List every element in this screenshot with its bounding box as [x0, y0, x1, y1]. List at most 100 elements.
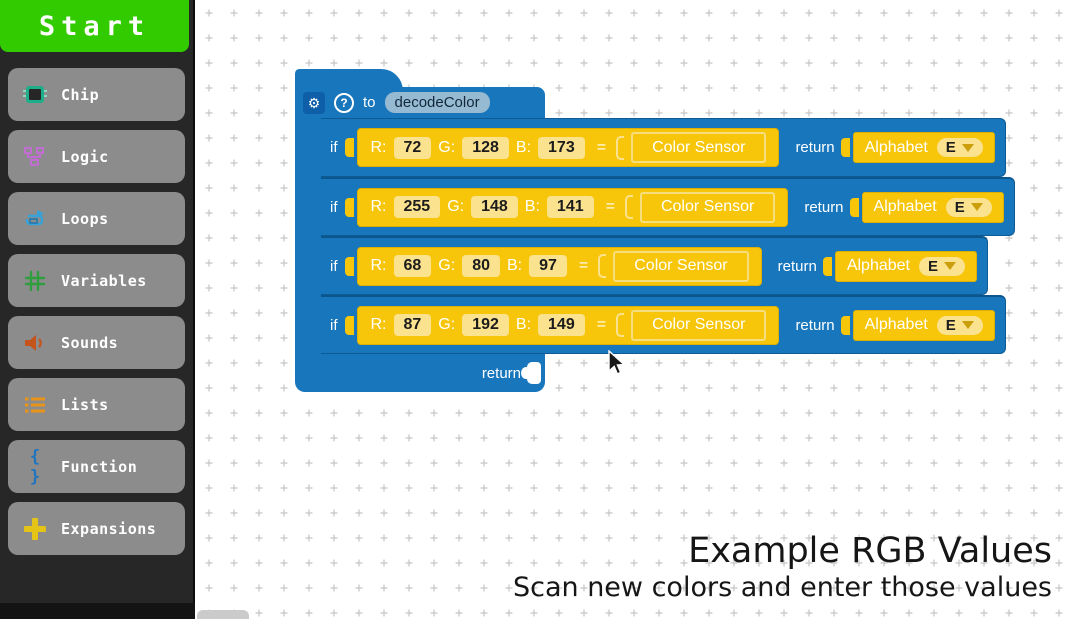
puzzle-tab-icon	[344, 138, 354, 157]
g-label: G:	[447, 198, 465, 215]
equals-label: =	[605, 198, 615, 215]
alphabet-block[interactable]: Alphabet E	[852, 309, 995, 341]
return-keyword: return	[795, 316, 835, 334]
color-sensor-block[interactable]: Color Sensor	[631, 309, 767, 341]
workspace-canvas[interactable]: ⚙ ? to decodeColor if R: 72 G: 128 B: 17…	[195, 0, 1067, 619]
if-keyword: if	[330, 316, 338, 334]
function-name-field[interactable]: decodeColor	[384, 92, 490, 113]
sidebar-item-label: Loops	[61, 209, 109, 228]
letter-value: E	[954, 198, 965, 216]
letter-dropdown[interactable]: E	[936, 315, 983, 335]
puzzle-socket-icon	[616, 313, 625, 337]
sidebar-item-label: Lists	[61, 395, 109, 414]
dropdown-arrow-icon	[970, 203, 983, 211]
puzzle-tab-icon	[840, 138, 850, 157]
lists-icon	[21, 392, 49, 418]
color-sensor-block[interactable]: Color Sensor	[631, 132, 767, 163]
letter-dropdown[interactable]: E	[936, 138, 983, 157]
r-label: R:	[370, 316, 387, 333]
r-value-field[interactable]: 255	[393, 196, 441, 218]
b-value-field[interactable]: 141	[546, 196, 594, 218]
sidebar-bottom-strip	[0, 603, 195, 619]
sounds-icon	[21, 330, 49, 356]
sidebar-item-label: Logic	[61, 147, 109, 166]
caption-title: Example RGB Values	[688, 531, 1052, 571]
alphabet-block[interactable]: Alphabet E	[834, 250, 977, 282]
b-value-field[interactable]: 97	[529, 255, 567, 277]
sidebar-item-loops[interactable]: Loops	[8, 192, 185, 245]
sidebar-item-chip[interactable]: Chip	[8, 68, 185, 121]
if-return-block[interactable]: if R: 68 G: 80 B: 97 = Color Sensor retu…	[321, 236, 988, 295]
if-return-block[interactable]: if R: 72 G: 128 B: 173 = Color Sensor re…	[321, 118, 1006, 177]
r-label: R:	[370, 198, 387, 215]
rgb-compare-block[interactable]: R: 72 G: 128 B: 173 = Color Sensor	[356, 128, 780, 167]
puzzle-socket-icon	[624, 195, 633, 219]
alphabet-block[interactable]: Alphabet E	[852, 132, 995, 163]
workspace-caption: Example RGB Values Scan new colors and e…	[513, 531, 1052, 605]
puzzle-tab-icon	[344, 315, 354, 335]
g-label: G:	[438, 316, 456, 333]
g-value-field[interactable]: 128	[462, 136, 509, 159]
letter-dropdown[interactable]: E	[918, 256, 965, 276]
alphabet-label: Alphabet	[846, 257, 910, 274]
puzzle-tab-icon	[822, 256, 832, 276]
b-label: B:	[524, 198, 540, 215]
g-value-field[interactable]: 80	[462, 255, 500, 277]
sidebar-item-lists[interactable]: Lists	[8, 378, 185, 431]
b-value-field[interactable]: 173	[538, 136, 585, 159]
alphabet-block[interactable]: Alphabet E	[861, 191, 1004, 223]
sidebar: Start Chip Logic Loops	[0, 0, 195, 619]
sidebar-item-sounds[interactable]: Sounds	[8, 316, 185, 369]
rgb-compare-block[interactable]: R: 255 G: 148 B: 141 = Color Sensor	[356, 187, 789, 227]
sidebar-item-label: Function	[61, 457, 138, 476]
scrollbar-thumb[interactable]	[197, 610, 249, 619]
function-block-hat	[295, 69, 403, 91]
g-value-field[interactable]: 148	[471, 196, 518, 218]
letter-value: E	[927, 257, 938, 275]
rgb-compare-block[interactable]: R: 87 G: 192 B: 149 = Color Sensor	[356, 305, 780, 345]
if-return-block[interactable]: if R: 87 G: 192 B: 149 = Color Sensor re…	[321, 295, 1006, 354]
alphabet-label: Alphabet	[864, 138, 928, 156]
r-value-field[interactable]: 87	[393, 314, 432, 336]
sidebar-item-function[interactable]: { } Function	[8, 440, 185, 493]
rgb-compare-block[interactable]: R: 68 G: 80 B: 97 = Color Sensor	[356, 246, 762, 286]
if-keyword: if	[330, 198, 338, 216]
logic-icon	[21, 144, 49, 170]
chip-icon	[21, 82, 49, 108]
sidebar-item-expansions[interactable]: Expansions	[8, 502, 185, 555]
color-sensor-block[interactable]: Color Sensor	[639, 191, 776, 223]
alphabet-label: Alphabet	[873, 198, 937, 215]
puzzle-tab-icon	[849, 197, 859, 217]
return-keyword: return	[804, 198, 844, 216]
r-value-field[interactable]: 72	[393, 136, 432, 159]
sidebar-item-label: Expansions	[61, 519, 157, 538]
expansions-icon	[21, 516, 49, 542]
gear-icon[interactable]: ⚙	[303, 91, 325, 114]
if-return-block[interactable]: if R: 255 G: 148 B: 141 = Color Sensor r…	[321, 177, 1015, 236]
dropdown-arrow-icon	[944, 262, 956, 270]
function-return-row[interactable]: return	[295, 354, 545, 392]
start-button[interactable]: Start	[0, 0, 189, 52]
if-keyword: if	[330, 139, 338, 156]
sidebar-item-variables[interactable]: Variables	[8, 254, 185, 307]
r-value-field[interactable]: 68	[393, 255, 432, 277]
puzzle-socket-icon	[616, 135, 625, 160]
function-definition-header[interactable]: ⚙ ? to decodeColor	[295, 87, 545, 118]
if-return-rows: if R: 72 G: 128 B: 173 = Color Sensor re…	[321, 118, 1015, 354]
b-label: B:	[506, 257, 523, 274]
puzzle-tab-icon	[840, 315, 850, 335]
category-list: Chip Logic Loops Variables	[0, 68, 195, 564]
g-value-field[interactable]: 192	[462, 314, 509, 336]
help-icon[interactable]: ?	[334, 92, 354, 113]
b-value-field[interactable]: 149	[538, 314, 585, 336]
if-keyword: if	[330, 257, 338, 275]
empty-return-socket	[521, 362, 541, 384]
color-sensor-block[interactable]: Color Sensor	[613, 250, 749, 282]
equals-label: =	[596, 138, 607, 156]
to-keyword: to	[363, 94, 376, 111]
letter-dropdown[interactable]: E	[945, 197, 992, 217]
dropdown-arrow-icon	[961, 143, 974, 152]
return-keyword: return	[795, 139, 835, 156]
sidebar-item-logic[interactable]: Logic	[8, 130, 185, 183]
mouse-cursor-icon	[608, 350, 626, 375]
